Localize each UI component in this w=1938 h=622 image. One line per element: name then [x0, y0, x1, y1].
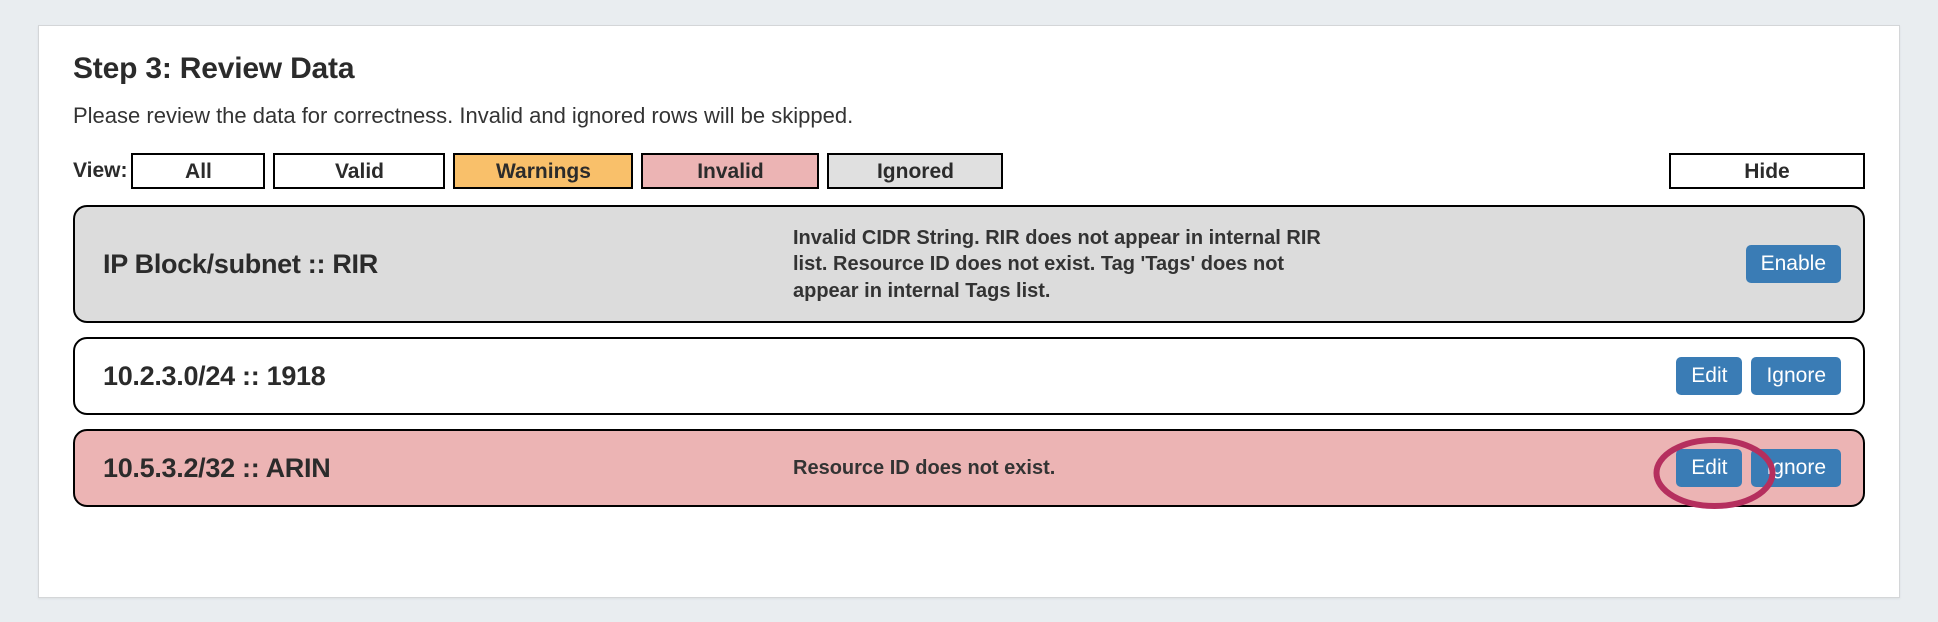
- edit-button[interactable]: Edit: [1676, 357, 1743, 396]
- ignore-button[interactable]: Ignore: [1751, 449, 1841, 488]
- review-data-card: Step 3: Review Data Please review the da…: [38, 25, 1900, 598]
- row-actions: Edit Ignore: [1653, 437, 1841, 510]
- view-filter-label: View:: [73, 159, 128, 183]
- view-filter-bar: View: All Valid Warnings Invalid Ignored…: [73, 153, 1865, 190]
- row-label: 10.5.3.2/32 :: ARIN: [103, 452, 331, 483]
- filter-button-warnings[interactable]: Warnings: [453, 153, 634, 190]
- card-content: Step 3: Review Data Please review the da…: [39, 26, 1899, 510]
- ignore-button[interactable]: Ignore: [1751, 357, 1841, 396]
- page-subtitle: Please review the data for correctness. …: [73, 103, 854, 128]
- table-row: 10.2.3.0/24 :: 1918 Edit Ignore: [73, 337, 1865, 416]
- filter-button-all[interactable]: All: [131, 153, 266, 190]
- enable-button[interactable]: Enable: [1745, 245, 1841, 284]
- edit-button[interactable]: Edit: [1676, 449, 1743, 488]
- filter-button-ignored[interactable]: Ignored: [827, 153, 1004, 190]
- row-message: Resource ID does not exist.: [793, 457, 1056, 480]
- filter-button-valid[interactable]: Valid: [273, 153, 446, 190]
- hide-button[interactable]: Hide: [1669, 153, 1865, 190]
- filter-button-invalid[interactable]: Invalid: [641, 153, 820, 190]
- table-row: IP Block/subnet :: RIR Invalid CIDR Stri…: [73, 205, 1865, 324]
- row-actions: Enable: [1745, 245, 1841, 284]
- table-row: 10.5.3.2/32 :: ARIN Resource ID does not…: [73, 429, 1865, 510]
- row-label: 10.2.3.0/24 :: 1918: [103, 360, 326, 391]
- row-actions: Edit Ignore: [1676, 357, 1841, 396]
- page-title: Step 3: Review Data: [73, 52, 355, 85]
- row-message: Invalid CIDR String. RIR does not appear…: [793, 226, 1321, 302]
- row-label: IP Block/subnet :: RIR: [103, 248, 378, 279]
- review-rows-list: IP Block/subnet :: RIR Invalid CIDR Stri…: [73, 205, 1865, 510]
